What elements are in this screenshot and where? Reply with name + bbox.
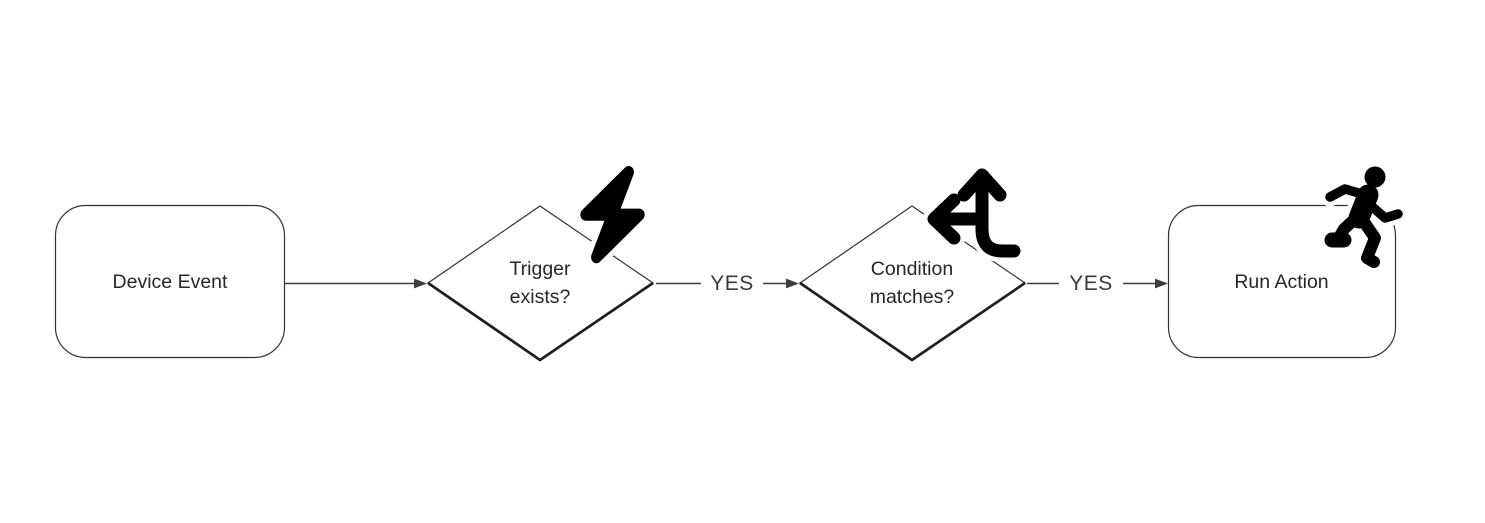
node-device-event-label: Device Event	[112, 270, 228, 293]
node-trigger-exists-shape	[426, 205, 655, 362]
node-device-event-shape	[54, 204, 286, 359]
arrowhead-icon	[786, 278, 799, 289]
node-condition-matches-label: Condition matches?	[869, 258, 955, 308]
node-condition-matches-shape	[798, 205, 1027, 362]
edge-device-event-to-trigger	[285, 278, 427, 289]
edge-trigger-to-condition	[656, 278, 799, 289]
node-trigger-exists-label: Trigger exists?	[509, 258, 571, 308]
bolt-icon	[575, 160, 650, 269]
arrows-split-up-and-left-icon	[923, 164, 1025, 262]
person-running-icon	[1320, 162, 1408, 273]
arrowhead-icon	[1155, 278, 1168, 289]
arrowhead-icon	[414, 278, 427, 289]
node-run-action-label: Run Action	[1234, 270, 1329, 293]
edge-condition-to-run-action	[1027, 278, 1168, 289]
edge-label-yes-1: YES	[710, 271, 754, 295]
edge-label-yes-2: YES	[1069, 271, 1113, 295]
